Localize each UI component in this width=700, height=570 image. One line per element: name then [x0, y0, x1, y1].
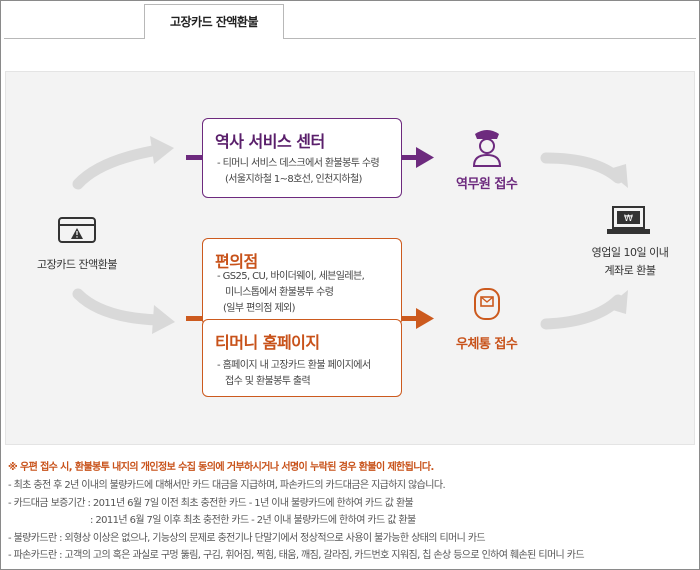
- homepage-desc-line-1: - 홈페이지 내 고장카드 환불 페이지에서: [217, 360, 371, 371]
- refund-result-line-2: 계좌로 환불: [604, 264, 656, 277]
- station-staff-icon: [472, 130, 502, 167]
- note-row: - 최초 충전 후 2년 이내의 불량카드에 대해서만 카드 대금을 지급하며,…: [8, 480, 446, 491]
- convenience-desc-line-2: 미니스톱에서 환불봉투 수령: [225, 287, 334, 298]
- svg-text:₩: ₩: [624, 214, 633, 224]
- laptop-refund-icon: ₩: [607, 206, 650, 234]
- station-desc-line-1: - 티머니 서비스 데스크에서 환불봉투 수령: [217, 158, 380, 169]
- convenience-desc-line-1: - GS25, CU, 바이더웨이, 세븐일레븐,: [217, 271, 365, 282]
- flow-arrow-head: [150, 136, 174, 164]
- note-row: : 2011년 6월 7일 이후 최초 충전한 카드 - 2년 이내 불량카드에…: [90, 515, 416, 526]
- station-service-center-title: 역사 서비스 센터: [215, 132, 325, 151]
- homepage-desc-line-2: 접수 및 환불봉투 출력: [225, 376, 311, 387]
- note-row: - 불량카드란 : 외형상 이상은 없으나, 기능상의 문제로 충전기나 단말기…: [8, 532, 486, 544]
- station-receipt-label: 역무원 접수: [456, 177, 518, 192]
- broken-card-icon: [58, 217, 96, 243]
- arrow-head-orange: [416, 308, 434, 329]
- tab-divider: [4, 38, 696, 39]
- start-label: 고장카드 잔액환불: [37, 258, 117, 271]
- convenience-desc-line-3: (일부 편의점 제외): [223, 303, 296, 314]
- flow-arrow-head: [606, 164, 628, 188]
- note-row: - 카드대금 보증기간 : 2011년 6월 7일 이전 최초 충전한 카드 -…: [8, 497, 414, 509]
- connector-purple-right: [402, 155, 418, 160]
- flow-arrow-station-to-result: [540, 152, 624, 184]
- tmoney-homepage-title: 티머니 홈페이지: [215, 333, 320, 352]
- flow-arrow-head: [152, 305, 175, 334]
- connector-orange-right: [402, 316, 418, 321]
- postal-receipt-label: 우체통 접수: [456, 337, 518, 352]
- postbox-icon: [474, 288, 500, 320]
- postal-warning: ※ 우편 접수 시, 환불봉투 내지의 개인정보 수집 동의에 거부하시거나 서…: [8, 462, 434, 473]
- convenience-store-title: 편의점: [215, 252, 258, 271]
- flow-arrow-start-to-convenience: [72, 288, 164, 326]
- arrow-head-purple: [416, 147, 434, 168]
- flow-arrow-postal-to-result: [540, 294, 624, 330]
- flow-arrow-start-to-station: [72, 144, 164, 190]
- flow-arrow-head: [606, 290, 628, 314]
- refund-notes: ※ 우편 접수 시, 환불봉투 내지의 개인정보 수집 동의에 거부하시거나 서…: [8, 458, 693, 565]
- tmoney-homepage-box: 티머니 홈페이지 - 홈페이지 내 고장카드 환불 페이지에서 접수 및 환불봉…: [202, 319, 402, 397]
- note-row: - 파손카드란 : 고객의 고의 혹은 과실로 구멍 뚫림, 구김, 휘어짐, …: [8, 550, 585, 561]
- station-service-center-box: 역사 서비스 센터 - 티머니 서비스 데스크에서 환불봉투 수령 (서울지하철…: [202, 118, 402, 198]
- convenience-store-box: 편의점 - GS25, CU, 바이더웨이, 세븐일레븐, 미니스톱에서 환불봉…: [202, 238, 402, 326]
- refund-result-line-1: 영업일 10일 이내: [591, 246, 669, 259]
- connector-purple-left: [186, 155, 203, 160]
- connector-orange-left: [186, 316, 203, 321]
- tab-broken-card-refund[interactable]: 고장카드 잔액환불: [144, 4, 284, 39]
- station-desc-line-2: (서울지하철 1~8호선, 인천지하철): [225, 174, 362, 185]
